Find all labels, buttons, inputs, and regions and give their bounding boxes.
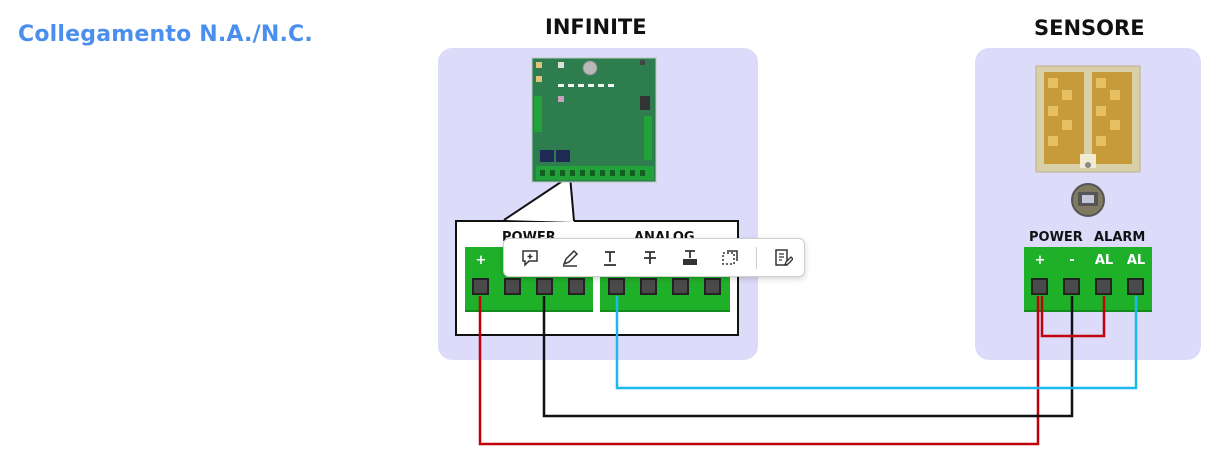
notes-edit-icon[interactable] [763, 243, 803, 273]
terminal-screw [504, 278, 521, 295]
infinite-power-plus-label: + [475, 253, 487, 268]
toolbar-separator [756, 246, 757, 269]
terminal-screw [1031, 278, 1048, 295]
terminal-screw [1063, 278, 1080, 295]
annotation-toolbar [503, 238, 805, 277]
terminal-screw [472, 278, 489, 295]
terminal-screw [640, 278, 657, 295]
sensore-terminal-al1-label: AL [1094, 253, 1114, 268]
comment-icon[interactable] [510, 243, 550, 273]
strikethrough-icon[interactable] [630, 243, 670, 273]
terminal-screw [1127, 278, 1144, 295]
text-highlight-icon[interactable] [670, 243, 710, 273]
terminal-screw [1095, 278, 1112, 295]
sensore-alarm-label: ALARM [1094, 230, 1146, 245]
infinite-heading: INFINITE [545, 15, 647, 39]
sensore-terminal-minus-label: - [1069, 253, 1075, 268]
sensore-device-image [1035, 65, 1141, 217]
underline-icon[interactable] [590, 243, 630, 273]
terminal-screw [704, 278, 721, 295]
sensore-heading: SENSORE [1034, 16, 1145, 40]
area-select-icon[interactable] [710, 243, 750, 273]
wire-blue-analog-alarm [615, 296, 1138, 390]
sensore-terminal-plus-label: + [1034, 253, 1046, 268]
wire-black-power-minus [542, 296, 1074, 418]
terminal-screw [536, 278, 553, 295]
terminal-screw [568, 278, 585, 295]
sensore-terminal-al2-label: AL [1126, 253, 1146, 268]
wire-red-power-plus [478, 296, 1040, 446]
sensore-power-label: POWER [1029, 230, 1083, 245]
infinite-board-image [503, 57, 657, 222]
terminal-screw [672, 278, 689, 295]
page-title: Collegamento N.A./N.C. [18, 22, 313, 47]
terminal-screw [608, 278, 625, 295]
highlight-pen-icon[interactable] [550, 243, 590, 273]
wire-red-jumper [1040, 296, 1106, 338]
